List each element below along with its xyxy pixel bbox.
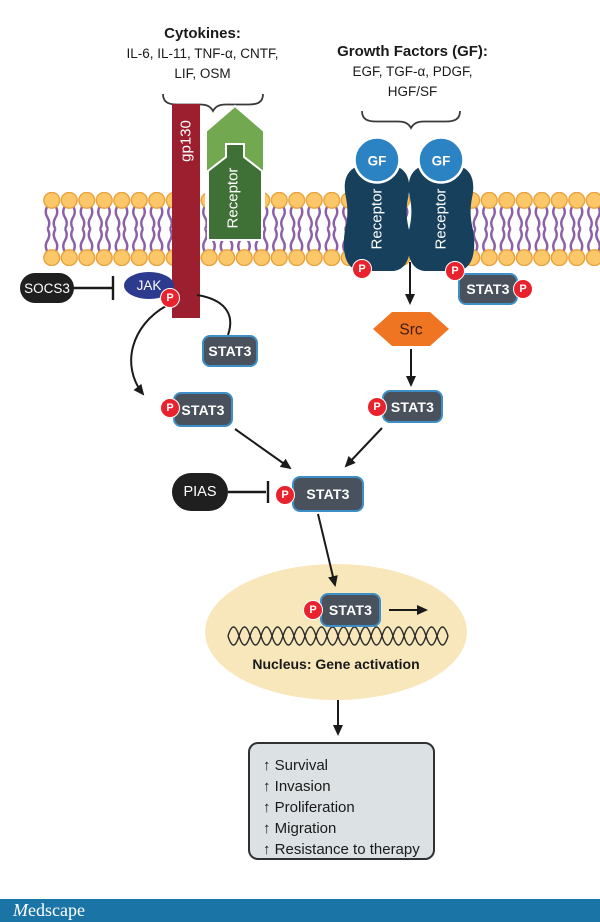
cytokines-header: Cytokines: IL-6, IL-11, TNF-α, CNTF, LIF… xyxy=(105,24,300,84)
growth-factors-list-line1: EGF, TGF-α, PDGF, xyxy=(352,64,473,79)
outcomes-box: ↑ Survival ↑ Invasion ↑ Proliferation ↑ … xyxy=(248,742,435,860)
gf-ligand-right xyxy=(417,136,465,184)
gf-receptor-left-label: Receptor xyxy=(369,189,386,250)
medscape-logo-initial: M xyxy=(13,900,28,920)
phospho-badge-right-stat3: P xyxy=(367,397,387,417)
stat3-central-box: STAT3 xyxy=(292,476,364,512)
cytokine-receptor-body xyxy=(207,143,263,241)
cytokines-title: Cytokines: xyxy=(164,25,241,42)
footer-bar: Medscape xyxy=(0,899,600,922)
socs3-node: SOCS3 xyxy=(20,273,74,303)
gf-ligand-right-label: GF xyxy=(432,154,451,169)
medscape-logo-rest: edscape xyxy=(28,900,85,920)
arc-jak-to-pstat3 xyxy=(130,305,167,396)
stat3-phospho-left-box: STAT3 xyxy=(173,392,233,427)
nucleus-caption: Nucleus: Gene activation xyxy=(252,656,420,672)
phospho-badge-docked-stat3: P xyxy=(513,279,533,299)
outcome-resistance: ↑ Resistance to therapy xyxy=(263,841,420,858)
phospho-badge-receptor-right: P xyxy=(445,261,465,281)
stat3-receptor-docked-box: STAT3 xyxy=(458,273,518,305)
growth-factors-header: Growth Factors (GF): EGF, TGF-α, PDGF, H… xyxy=(325,42,500,102)
cytokines-list-line1: IL-6, IL-11, TNF-α, CNTF, xyxy=(126,46,279,61)
phospho-badge-left-stat3: P xyxy=(160,398,180,418)
cytokines-list-line2: LIF, OSM xyxy=(174,66,231,81)
phospho-badge-central-stat3: P xyxy=(275,485,295,505)
phospho-badge-receptor-left: P xyxy=(352,259,372,279)
gf-receptor-left xyxy=(343,161,411,271)
arrow-right-pstat3-to-center xyxy=(344,427,383,468)
pias-inhibition-bar xyxy=(228,481,270,503)
gf-ligand-left-label: GF xyxy=(368,154,387,169)
src-hexagon xyxy=(373,312,449,346)
medscape-logo: Medscape xyxy=(0,900,85,921)
stat3-cytoplasmic-box: STAT3 xyxy=(202,335,258,367)
src-label: Src xyxy=(399,322,423,339)
growth-factors-list-line2: HGF/SF xyxy=(387,84,438,99)
gf-receptor-right-label: Receptor xyxy=(433,189,450,250)
outcome-proliferation: ↑ Proliferation xyxy=(263,799,355,816)
plasma-membrane xyxy=(43,192,600,266)
gp130-bar xyxy=(172,104,200,318)
arc-stat3-to-jak xyxy=(196,294,232,336)
dna-strand-2 xyxy=(227,626,449,646)
growth-factors-title: Growth Factors (GF): xyxy=(337,43,488,60)
arrow-left-pstat3-to-center xyxy=(234,428,292,470)
gp130-label: gp130 xyxy=(178,120,195,162)
outcome-survival: ↑ Survival xyxy=(263,757,329,774)
pias-node: PIAS xyxy=(172,473,228,511)
arrow-center-to-nucleus xyxy=(317,513,338,587)
gf-ligand-left xyxy=(353,136,401,184)
socs3-inhibition-bar xyxy=(73,276,115,300)
stat3-phospho-right-box: STAT3 xyxy=(382,390,443,423)
stat3-nuclear-box: STAT3 xyxy=(320,593,381,627)
phospho-badge-jak: P xyxy=(160,288,180,308)
cytokine-receptor-label: Receptor xyxy=(225,168,242,229)
outcome-invasion: ↑ Invasion xyxy=(263,778,331,795)
cytokines-brace xyxy=(162,93,264,113)
outcome-migration: ↑ Migration xyxy=(263,820,337,837)
growth-factors-brace xyxy=(361,110,461,130)
phospho-badge-nuclear-stat3: P xyxy=(303,600,323,620)
